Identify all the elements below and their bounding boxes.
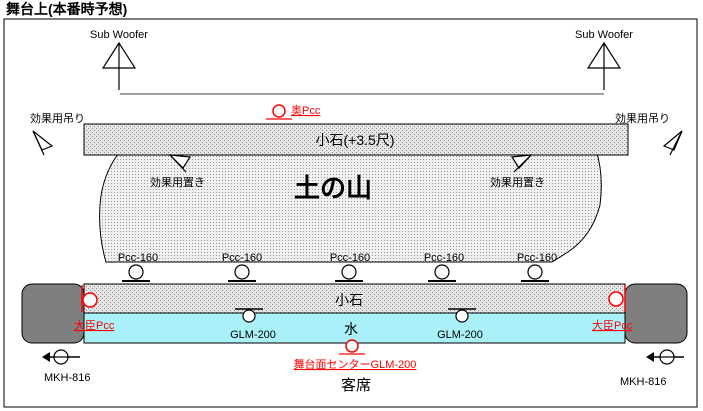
glm-mic: GLM-200: [230, 308, 276, 341]
glm-mic-label: GLM-200: [230, 329, 276, 341]
pcc-mic-label: Pcc-160: [424, 252, 464, 264]
small-stone-front: [83, 283, 626, 314]
center-glm-label: 舞台面センターGLM-200: [294, 357, 417, 371]
pcc-mic-icon: [527, 264, 543, 280]
sub-woofer-right: Sub Woofer: [575, 29, 633, 90]
pcc-mic-icon: [128, 264, 144, 280]
pcc-mic-label: Pcc-160: [330, 252, 370, 264]
mkh-right-arrow-icon: [646, 352, 654, 362]
small-stone-top: [83, 123, 629, 156]
pcc-mic-icon: [434, 264, 450, 280]
pcc-mic-label: Pcc-160: [517, 252, 557, 264]
minister-pcc-left: 大臣Pcc: [74, 285, 115, 332]
effect-hang-right: 効果用吊り: [615, 111, 683, 156]
minister-pcc-right-icon: [608, 291, 624, 307]
small-stone-top-label: 小石(+3.5尺): [316, 132, 395, 148]
back-pcc: 奥Pcc: [266, 103, 321, 120]
back-pcc-icon: [272, 104, 286, 118]
pcc-mic-label: Pcc-160: [222, 252, 262, 264]
sub-woofer-right-label: Sub Woofer: [575, 29, 633, 41]
mkh-right: MKH-816: [620, 349, 684, 388]
effect-place-right-label: 効果用置き: [490, 175, 545, 189]
glm-mic-icon: [242, 309, 256, 323]
glm-mic-icon: [455, 309, 469, 323]
pcc-mic: Pcc-160: [222, 252, 262, 282]
mkh-left: MKH-816: [42, 349, 90, 384]
effect-hang-left-label: 効果用吊り: [30, 111, 85, 125]
center-glm: 舞台面センターGLM-200: [294, 339, 417, 371]
sub-woofer-left: Sub Woofer: [90, 29, 148, 90]
mkh-left-label: MKH-816: [44, 372, 90, 384]
side-block-right: [624, 283, 688, 344]
page-title: 舞台上(本番時予想): [6, 1, 127, 17]
pcc-mic: Pcc-160: [424, 252, 464, 282]
glm-mic: GLM-200: [437, 308, 483, 341]
small-stone-front-label: 小石: [335, 292, 363, 308]
pcc-mic-icon: [341, 264, 357, 280]
effect-hang-right-label: 効果用吊り: [615, 111, 670, 125]
pcc-mic: Pcc-160: [517, 252, 557, 282]
speaker-hang-right-icon: [662, 130, 683, 151]
effect-place-left: 効果用置き: [150, 154, 205, 189]
water-strip: [83, 312, 626, 344]
pcc-mic-row: Pcc-160 Pcc-160 Pcc-160 Pcc-160 Pcc-160: [118, 252, 557, 282]
minister-pcc-right: 大臣Pcc: [592, 285, 633, 332]
effect-place-left-label: 効果用置き: [150, 175, 205, 189]
dirt-mountain: [99, 149, 602, 263]
mkh-right-label: MKH-816: [620, 376, 666, 388]
pcc-mic-icon: [234, 264, 250, 280]
center-glm-icon: [345, 339, 359, 353]
mkh-left-arrow-icon: [42, 352, 50, 362]
pcc-mic-label: Pcc-160: [118, 252, 158, 264]
speaker-hang-left-icon: [32, 130, 54, 151]
sub-woofer-left-label: Sub Woofer: [90, 29, 148, 41]
minister-pcc-right-label: 大臣Pcc: [592, 318, 633, 332]
glm-mic-label: GLM-200: [437, 329, 483, 341]
stage-frame: [3, 18, 698, 408]
pcc-mic: Pcc-160: [118, 252, 158, 282]
water-label: 水: [344, 321, 358, 337]
side-block-left: [21, 283, 85, 344]
effect-hang-left: 効果用吊り: [30, 111, 85, 156]
minister-pcc-left-icon: [82, 292, 98, 308]
back-pcc-label: 奥Pcc: [291, 103, 321, 117]
audience-label: 客席: [341, 377, 371, 394]
pcc-mic: Pcc-160: [330, 252, 370, 282]
effect-place-right: 効果用置き: [490, 154, 545, 189]
mountain-label: 土の山: [294, 173, 372, 203]
minister-pcc-left-label: 大臣Pcc: [74, 318, 115, 332]
